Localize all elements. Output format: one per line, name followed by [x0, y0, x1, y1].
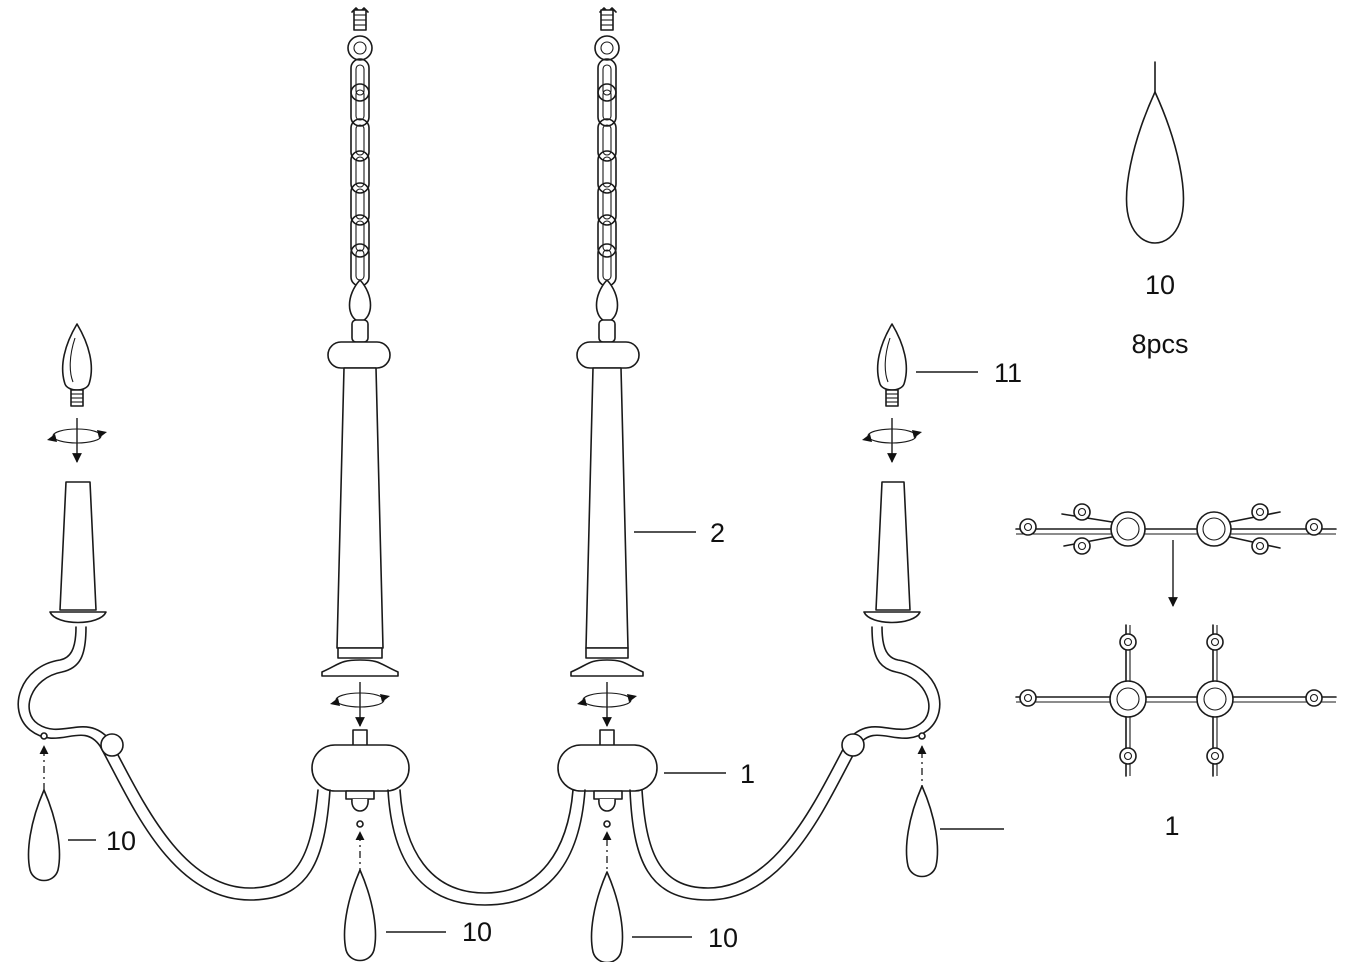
- label-drop-center-left: 10: [462, 917, 492, 947]
- label-frame: 1: [1164, 811, 1179, 841]
- label-drop-left: 10: [106, 826, 136, 856]
- left-hub: [311, 744, 410, 828]
- label-stem: 2: [710, 518, 725, 548]
- crystal-right: [905, 745, 939, 878]
- frame-detail-folded: [1015, 503, 1337, 607]
- crystal-left: [27, 745, 61, 882]
- crystal-detail: [1125, 61, 1185, 244]
- label-bulb: 11: [994, 358, 1022, 388]
- label-hub: 1: [740, 759, 755, 789]
- right-hub: [557, 744, 658, 828]
- left-candle: [47, 323, 107, 624]
- crystal-center-left: [343, 831, 377, 962]
- label-drop-qty: 8pcs: [1131, 329, 1188, 359]
- right-chain-stem: [570, 7, 644, 747]
- frame-detail-unfolded: [1015, 624, 1337, 777]
- crystal-center-right: [590, 831, 624, 962]
- right-candle: [862, 323, 922, 624]
- arms: [17, 626, 941, 906]
- label-drop-top: 10: [1145, 270, 1175, 300]
- left-chain-stem: [321, 7, 399, 747]
- leader-lines: [68, 371, 1004, 938]
- label-drop-center-right: 10: [708, 923, 738, 953]
